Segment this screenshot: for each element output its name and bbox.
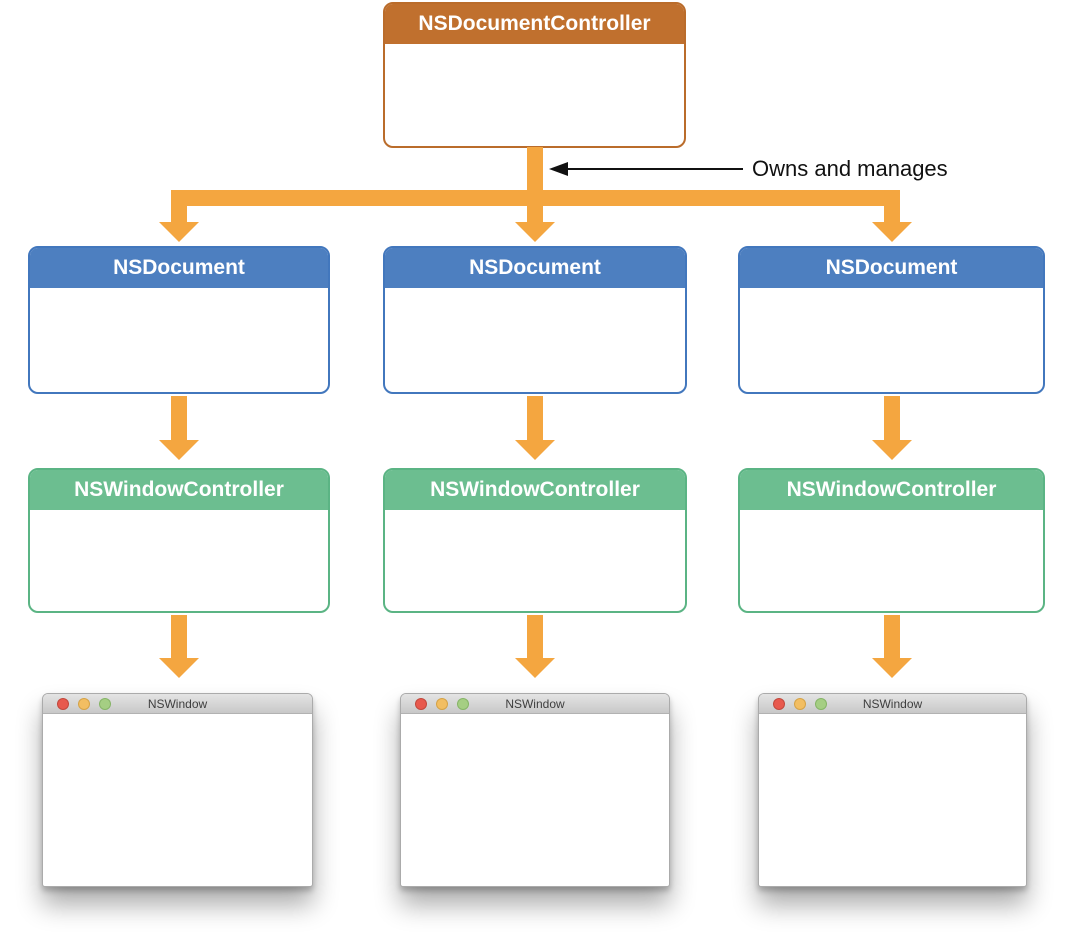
connector-right-elbow — [884, 190, 900, 222]
class-name-label: NSDocumentController — [418, 12, 651, 35]
window-close-icon — [415, 697, 427, 710]
class-name-label: NSDocument — [469, 256, 601, 279]
arrow-windowcontroller-to-window-2 — [527, 615, 543, 658]
class-name-label: NSWindowController — [786, 478, 997, 501]
connector-right-arrowhead-icon — [872, 222, 912, 242]
class-name-label: NSDocument — [113, 256, 245, 279]
window-close-icon — [773, 697, 785, 710]
class-name-label: NSWindowController — [74, 478, 284, 501]
annotation-arrow-line — [566, 168, 743, 170]
class-name-label: NSWindowController — [430, 478, 640, 501]
window-zoom-icon — [815, 697, 827, 710]
arrow-windowcontroller-to-window-3 — [884, 615, 900, 658]
window-titlebar: NSWindow — [43, 694, 312, 714]
arrow-document-to-windowcontroller-2 — [527, 396, 543, 440]
window-minimize-icon — [436, 697, 448, 710]
window-content-area — [43, 714, 312, 886]
connector-horizontal-bar — [171, 190, 900, 206]
window-content-area — [759, 714, 1026, 886]
class-box-nswindowcontroller-3: NSWindowController — [738, 468, 1045, 613]
class-box-header: NSDocument — [740, 248, 1043, 288]
window-titlebar: NSWindow — [759, 694, 1026, 714]
class-box-header: NSDocument — [385, 248, 685, 288]
class-name-label: NSDocument — [825, 256, 958, 279]
class-box-nswindowcontroller-2: NSWindowController — [383, 468, 687, 613]
class-box-header: NSWindowController — [30, 470, 328, 510]
class-box-nsdocument-1: NSDocument — [28, 246, 330, 394]
nswindow-mock-3: NSWindow — [758, 693, 1027, 887]
class-box-nsdocument-3: NSDocument — [738, 246, 1045, 394]
class-box-nsdocumentcontroller: NSDocumentController — [383, 2, 686, 148]
arrow-document-to-windowcontroller-3 — [884, 396, 900, 440]
window-minimize-icon — [78, 697, 90, 710]
window-titlebar: NSWindow — [401, 694, 669, 714]
nswindow-mock-1: NSWindow — [42, 693, 313, 887]
connector-left-elbow — [171, 190, 187, 222]
class-box-header: NSWindowController — [385, 470, 685, 510]
annotation-label: Owns and manages — [752, 156, 948, 181]
window-content-area — [401, 714, 669, 886]
connector-left-arrowhead-icon — [159, 222, 199, 242]
window-minimize-icon — [794, 697, 806, 710]
window-close-icon — [57, 697, 69, 710]
window-zoom-icon — [457, 697, 469, 710]
connector-center-shaft — [527, 147, 543, 222]
window-zoom-icon — [99, 697, 111, 710]
nswindow-mock-2: NSWindow — [400, 693, 670, 887]
annotation-arrowhead-icon — [549, 162, 568, 176]
arrow-windowcontroller-to-window-1 — [171, 615, 187, 658]
class-box-header: NSDocumentController — [385, 4, 684, 44]
arrow-document-to-windowcontroller-1 — [171, 396, 187, 440]
class-box-header: NSWindowController — [740, 470, 1043, 510]
class-box-nsdocument-2: NSDocument — [383, 246, 687, 394]
connector-center-arrowhead-icon — [515, 222, 555, 242]
class-box-nswindowcontroller-1: NSWindowController — [28, 468, 330, 613]
class-box-header: NSDocument — [30, 248, 328, 288]
